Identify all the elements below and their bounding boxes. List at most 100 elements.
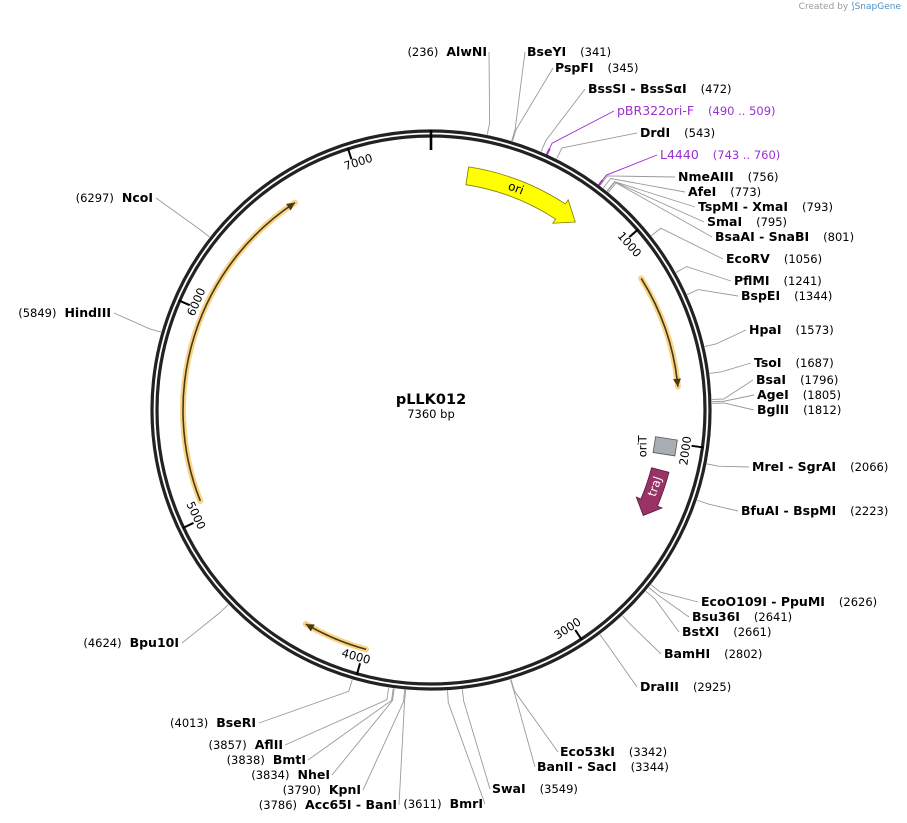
site-label-BstXI[interactable]: BstXI(2661)	[682, 624, 771, 639]
tick-label: 3000	[551, 614, 583, 642]
site-label-BfuAI[interactable]: BfuAI - BspMI(2223)	[741, 503, 888, 518]
svg-text:(4013)BseRI: (4013)BseRI	[170, 715, 256, 730]
feature-oriT	[652, 436, 678, 457]
site-position: (3838)	[227, 753, 265, 767]
enzyme-name: Bsu36I	[692, 609, 740, 624]
enzyme-separator: -	[779, 503, 793, 518]
site-label-TsoI[interactable]: TsoI (1687)	[754, 355, 834, 370]
leader-line	[704, 329, 747, 347]
site-label-BmtI[interactable]: (3838)BmtI	[227, 752, 306, 767]
site-position: (3611)	[403, 797, 441, 811]
svg-text:PflMI(1241): PflMI(1241)	[734, 273, 822, 288]
site-label-EcoO109I[interactable]: EcoO109I - PpuMI(2626)	[701, 594, 877, 609]
site-label-NheI[interactable]: (3834)NheI	[251, 767, 330, 782]
enzyme-name: Bpu10I	[130, 635, 179, 650]
svg-text:NmeAIII(756): NmeAIII(756)	[678, 169, 779, 184]
svg-text:BssSI - BssSαI(472): BssSI - BssSαI(472)	[588, 81, 732, 96]
leader-line	[651, 227, 724, 260]
enzyme-name: KpnI	[329, 782, 361, 797]
site-label-NcoI[interactable]: (6297)NcoI	[76, 190, 153, 205]
site-position: (490 .. 509)	[708, 104, 776, 118]
site-label-PflMI[interactable]: PflMI(1241)	[734, 273, 822, 288]
site-label-Eco53kI[interactable]: Eco53kI(3342)	[560, 744, 667, 759]
site-label-MreI[interactable]: MreI - SgrAI(2066)	[752, 459, 888, 474]
enzyme-name: PpuMI	[781, 594, 825, 609]
svg-text:EcoO109I - PpuMI(2626): EcoO109I - PpuMI(2626)	[701, 594, 877, 609]
site-label-BanII[interactable]: BanII - SacI(3344)	[537, 759, 669, 774]
enzyme-name: BanII	[537, 759, 573, 774]
site-label-AfeI[interactable]: AfeI(773)	[688, 184, 761, 199]
site-label-AflII[interactable]: (3857)AflII	[209, 737, 284, 752]
site-label-HpaI[interactable]: HpaI(1573)	[749, 322, 834, 337]
site-position: (1805)	[803, 388, 841, 402]
site-label-BseYI[interactable]: BseYI(341)	[527, 44, 611, 59]
leader-line	[606, 181, 696, 208]
leader-line	[650, 584, 699, 603]
site-position: (472)	[701, 82, 732, 96]
site-label-BseRI[interactable]: (4013)BseRI	[170, 715, 256, 730]
site-label-SwaI[interactable]: SwaI(3549)	[492, 781, 578, 796]
site-position: (1687)	[796, 356, 834, 370]
cds-arc	[182, 201, 296, 502]
enzyme-separator: -	[573, 759, 587, 774]
leader-line	[648, 587, 690, 618]
site-label-NmeAIII[interactable]: NmeAIII(756)	[678, 169, 779, 184]
enzyme-name: BfuAI	[741, 503, 779, 518]
site-label-L4440[interactable]: L4440(743 .. 760)	[660, 147, 780, 162]
site-label-EcoRV[interactable]: EcoRV(1056)	[726, 251, 822, 266]
site-label-DraIII[interactable]: DraIII(2925)	[640, 679, 731, 694]
svg-text:TspMI - XmaI(793): TspMI - XmaI(793)	[698, 199, 833, 214]
site-position: (6297)	[76, 191, 114, 205]
site-label-BssSI[interactable]: BssSI - BssSαI(472)	[588, 81, 732, 96]
primer-mark	[597, 179, 604, 187]
leader-line	[711, 402, 755, 411]
site-label-AlwNI[interactable]: (236)AlwNI	[407, 44, 487, 59]
enzyme-name: BssSI	[588, 81, 626, 96]
enzyme-name: AlwNI	[446, 44, 487, 59]
svg-text:BamHI(2802): BamHI(2802)	[664, 646, 762, 661]
site-label-BsaAI[interactable]: BsaAI - SnaBI(801)	[715, 229, 854, 244]
site-label-SmaI[interactable]: SmaI(795)	[707, 214, 787, 229]
site-position: (3786)	[259, 798, 297, 812]
site-label-Bpu10I[interactable]: (4624)Bpu10I	[83, 635, 179, 650]
site-label-BspEI[interactable]: BspEI(1344)	[741, 288, 832, 303]
site-label-BsaI[interactable]: BsaI(1796)	[756, 372, 838, 387]
site-label-PspFI[interactable]: PspFI(345)	[555, 60, 638, 75]
svg-text:(3790)KpnI: (3790)KpnI	[283, 782, 361, 797]
leader-line	[398, 689, 407, 806]
site-label-HindIII[interactable]: (5849)HindIII	[18, 305, 111, 320]
site-label-BmrI[interactable]: (3611)BmrI	[403, 796, 483, 811]
enzyme-name: EcoRV	[726, 251, 770, 266]
site-label-AgeI[interactable]: AgeI(1805)	[757, 387, 841, 402]
site-label-pBR322ori-F[interactable]: pBR322ori-F(490 .. 509)	[617, 103, 776, 118]
svg-text:BsaAI - SnaBI(801): BsaAI - SnaBI(801)	[715, 229, 854, 244]
site-position: (3549)	[540, 782, 578, 796]
site-position: (801)	[823, 230, 854, 244]
leader-line	[608, 182, 713, 238]
site-label-DrdI[interactable]: DrdI(543)	[640, 125, 715, 140]
leader-line	[447, 690, 486, 805]
enzyme-name: SacI	[587, 759, 617, 774]
enzyme-name: SgrAI	[798, 459, 836, 474]
site-label-Bsu36I[interactable]: Bsu36I(2641)	[692, 609, 792, 624]
enzyme-name: TspMI	[698, 199, 738, 214]
site-label-BamHI[interactable]: BamHI(2802)	[664, 646, 762, 661]
site-position: (1812)	[803, 403, 841, 417]
leader-line	[598, 154, 658, 186]
leader-line	[284, 687, 390, 746]
site-position: (2802)	[724, 647, 762, 661]
site-label-BglII[interactable]: BglII(1812)	[757, 402, 841, 417]
site-label-KpnI[interactable]: (3790)KpnI	[283, 782, 361, 797]
leader-line	[686, 289, 739, 297]
svg-text:EcoRV(1056): EcoRV(1056)	[726, 251, 822, 266]
site-label-Acc65I[interactable]: (3786)Acc65I - BanI	[259, 797, 397, 812]
tick-2000	[691, 444, 704, 449]
site-position: (4013)	[170, 716, 208, 730]
enzyme-separator: -	[626, 81, 640, 96]
enzyme-name: TsoI	[754, 355, 782, 370]
svg-text:BanII - SacI(3344): BanII - SacI(3344)	[537, 759, 669, 774]
site-position: (773)	[730, 185, 761, 199]
enzyme-name: BstXI	[682, 624, 719, 639]
site-label-TspMI[interactable]: TspMI - XmaI(793)	[698, 199, 833, 214]
enzyme-name: HindIII	[64, 305, 111, 320]
